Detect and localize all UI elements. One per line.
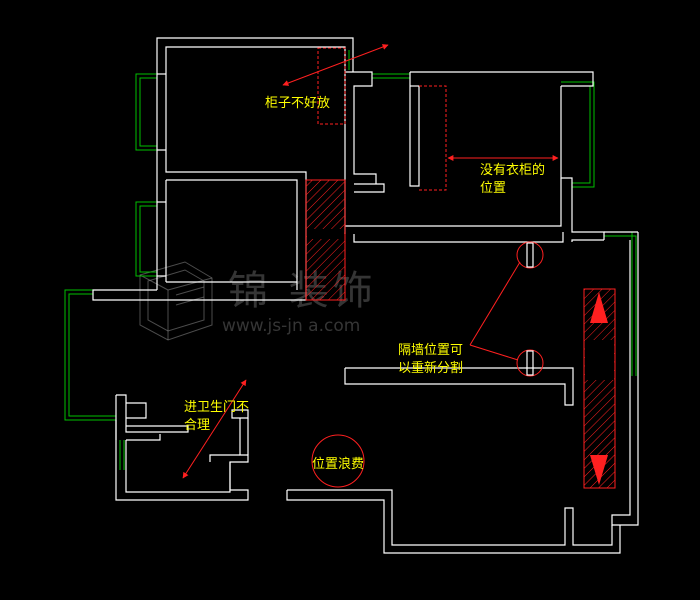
cabinet-issue-note: 柜子不好放	[265, 96, 330, 111]
arrow-up-icon	[590, 292, 608, 323]
wasted-space-circle	[311, 434, 365, 488]
hatched-wall-right	[583, 288, 616, 489]
arrow-down-icon	[590, 455, 608, 485]
partition-circle-bottom	[516, 349, 544, 377]
partition-note-line2: 以重新分割	[398, 360, 463, 376]
markup	[182, 44, 616, 489]
watermark-logo-icon	[139, 261, 213, 341]
wasted-space-note: 位置浪费	[312, 457, 364, 472]
partition-post-bottom	[526, 350, 534, 376]
hatch-label-bg	[307, 229, 344, 239]
annotations: 柜子不好放 没有衣柜的 位置 隔墙位置可 以重新分割 进卫生门不 合理 位置浪费	[184, 96, 545, 472]
watermark-url: www.js-jn a.com	[222, 316, 360, 336]
no-wardrobe-note-line1: 没有衣柜的	[480, 162, 545, 178]
wardrobe-outline	[419, 85, 447, 191]
watermark: 锦 装饰 www.js-jn a.com	[139, 261, 377, 341]
windows	[64, 50, 637, 470]
cabinet-outline	[317, 47, 346, 125]
partition-circle-top	[516, 241, 544, 269]
partition-leader-top	[469, 261, 521, 346]
watermark-title: 锦 装饰	[228, 268, 377, 314]
partition-post-top	[526, 242, 534, 268]
hatched-wall-left	[305, 179, 346, 301]
partition-note-line1: 隔墙位置可	[398, 343, 463, 358]
bath-door-arrow	[182, 379, 247, 479]
cabinet-arrow	[282, 44, 389, 86]
no-wardrobe-note-line2: 位置	[480, 181, 506, 196]
bath-door-note-line1: 进卫生门不	[184, 400, 249, 415]
partition-leader-bottom	[469, 344, 519, 361]
bath-door-note-line2: 合理	[184, 418, 210, 433]
hatch-right-label-bg	[585, 340, 614, 380]
